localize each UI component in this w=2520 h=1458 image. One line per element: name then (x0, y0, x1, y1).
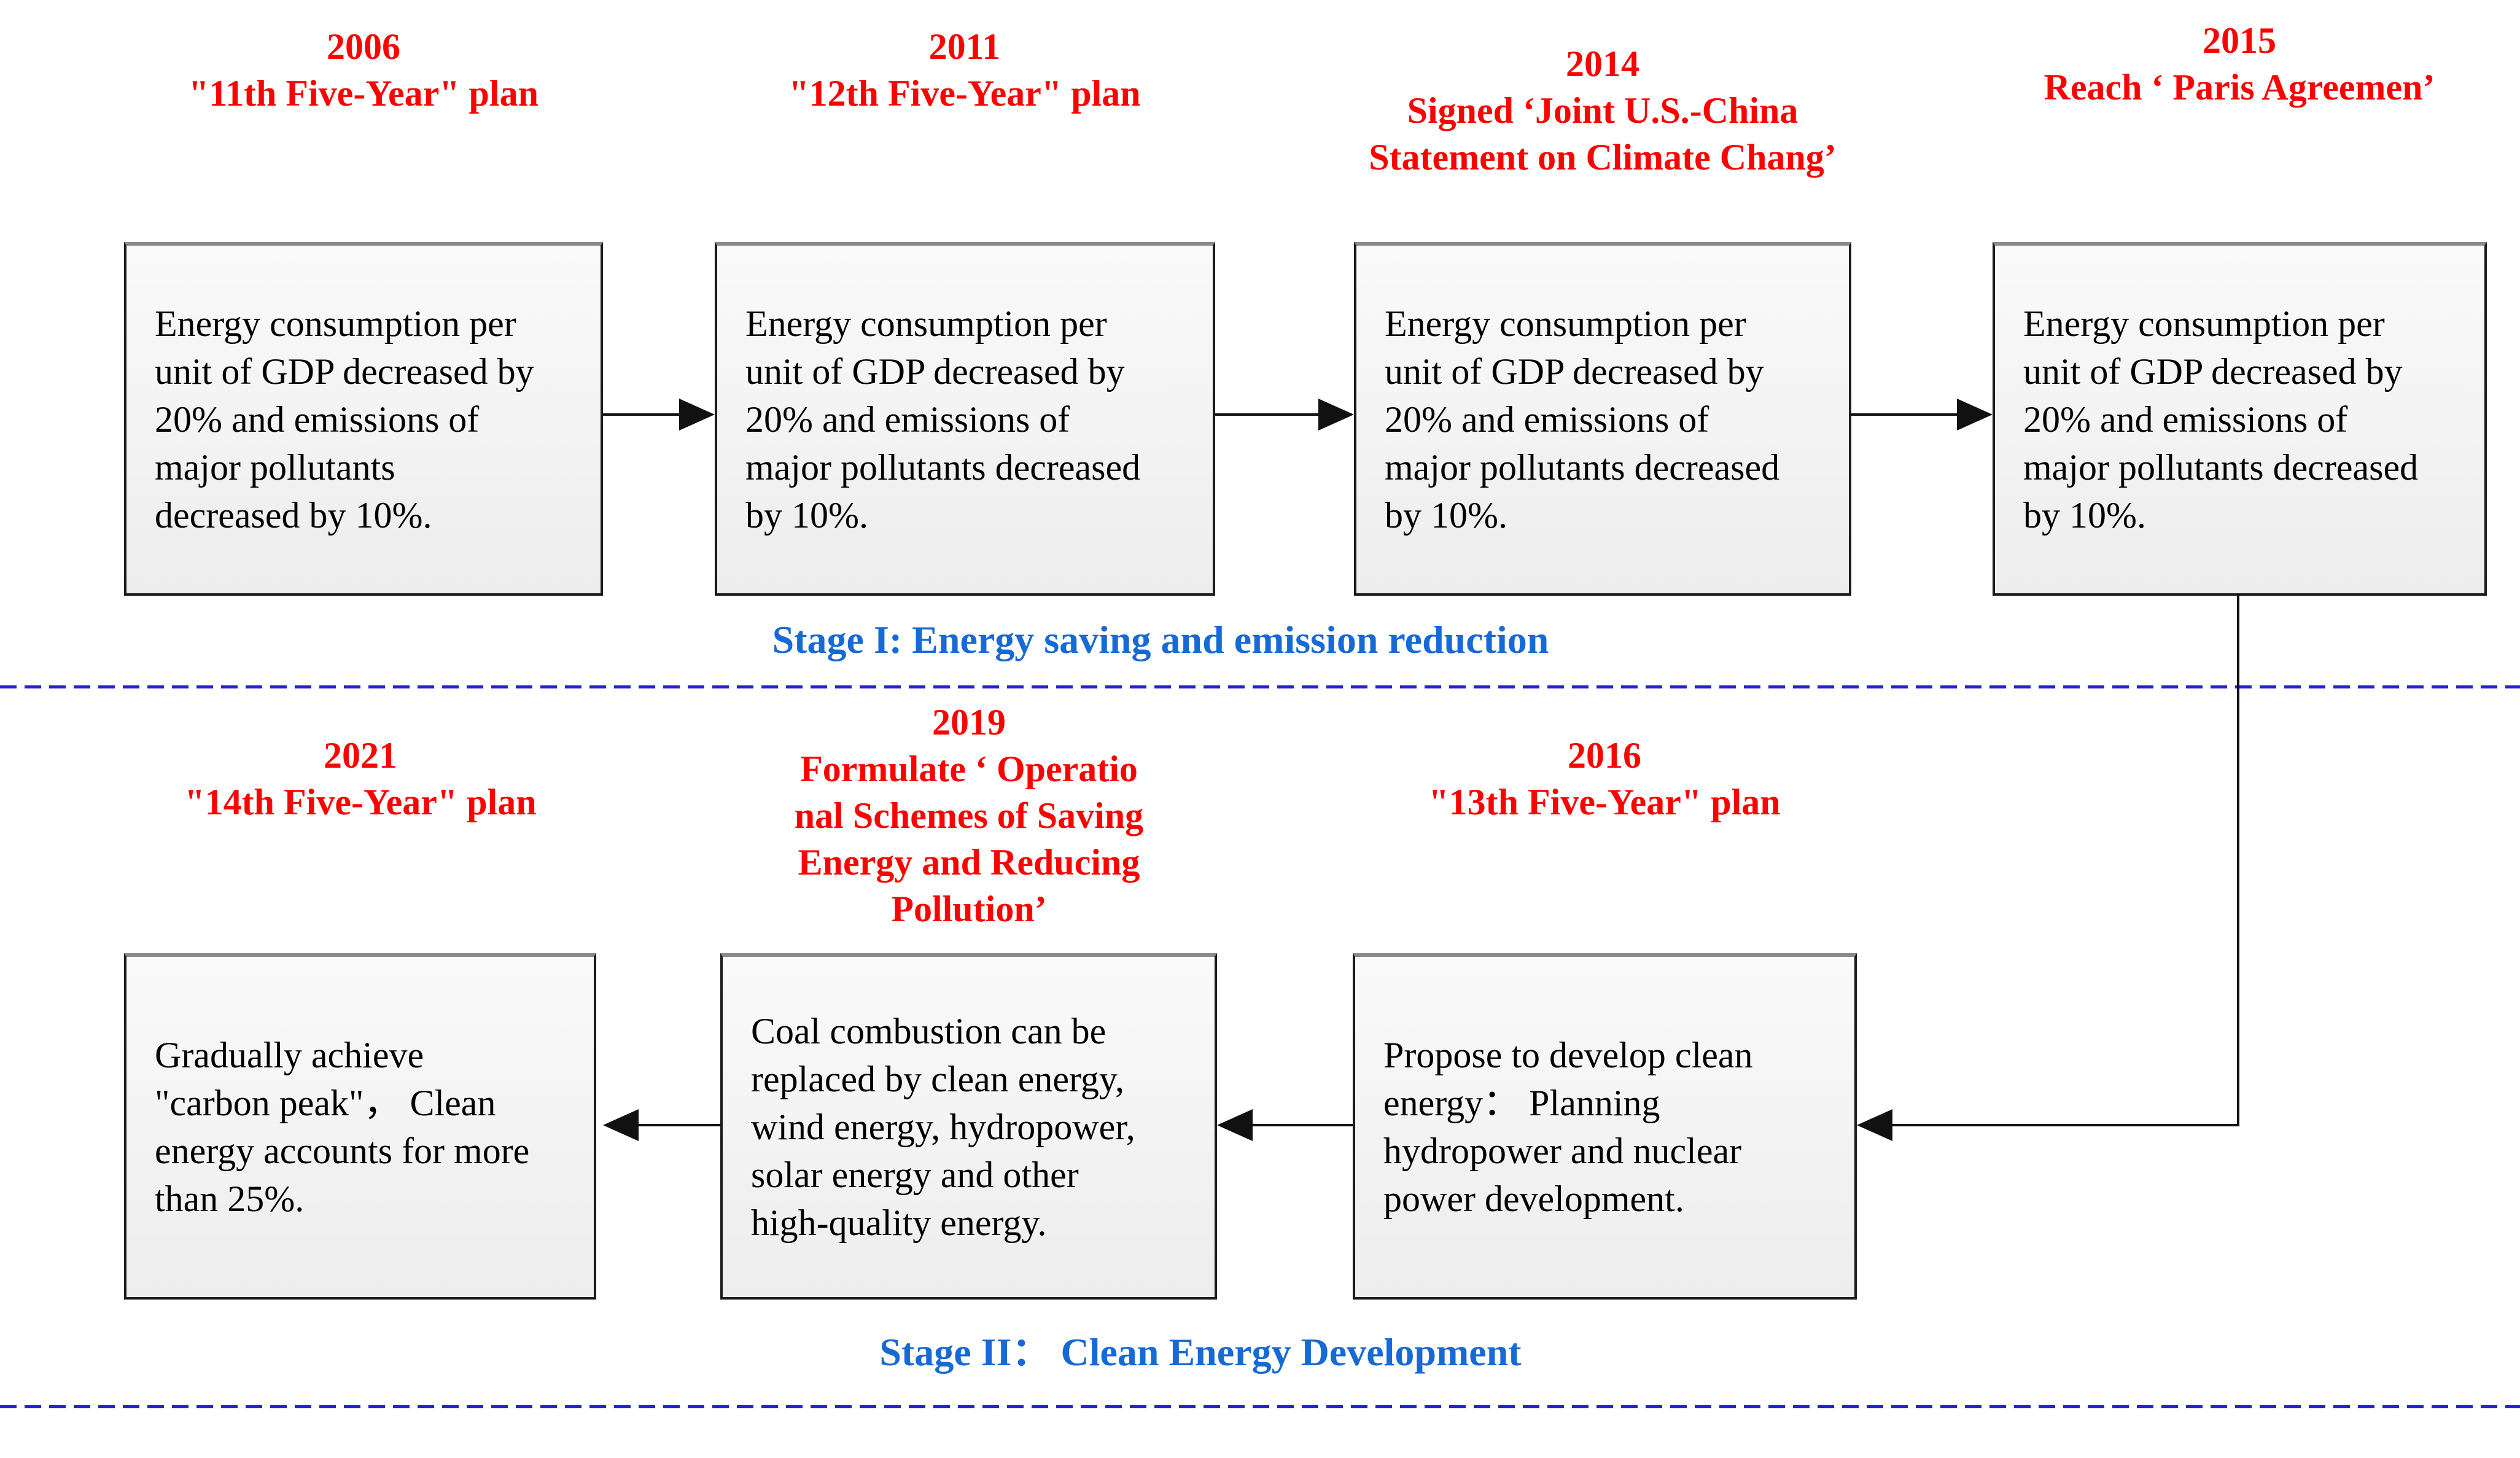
event-box-2021: Gradually achieve "carbon peak"， Clean e… (124, 953, 596, 1300)
connector-line-2019-2021 (636, 1124, 720, 1126)
stage2-label: Stage II： Clean Energy Development (879, 1330, 1522, 1374)
event-header-2015: 2015 Reach ‘ Paris Agreemen’ (2044, 20, 2435, 107)
event-box-2016: Propose to develop clean energy： Plannin… (1353, 953, 1857, 1300)
arrow-left-icon (1217, 1109, 1253, 1141)
connector-line-2015-2016 (1890, 1124, 2239, 1126)
event-header-2021: 2021 "14th Five-Year" plan (184, 735, 537, 822)
arrow-left-icon (1857, 1109, 1892, 1141)
arrow-right-icon (1318, 399, 1354, 431)
connector-line-2011-2014 (1215, 413, 1322, 416)
stage1-divider-dashed-line (0, 685, 2520, 688)
event-box-2006: Energy consumption per unit of GDP decre… (124, 242, 603, 596)
event-box-2015: Energy consumption per unit of GDP decre… (1993, 242, 2487, 596)
connector-2015-to-2016 (2237, 593, 2239, 1126)
connector-line-2016-2019 (1250, 1124, 1353, 1126)
event-header-2011: 2011 "12th Five-Year" plan (788, 26, 1141, 114)
connector-line-2014-2015 (1851, 413, 1961, 416)
event-header-2014: 2014 Signed ‘Joint U.S.-China Statement … (1369, 44, 1837, 177)
event-header-2016: 2016 "13th Five-Year" plan (1428, 735, 1781, 822)
event-box-2021-text: Gradually achieve "carbon peak"， Clean e… (155, 1035, 530, 1219)
event-box-2016-text: Propose to develop clean energy： Plannin… (1383, 1035, 1753, 1219)
event-box-2014-text: Energy consumption per unit of GDP decre… (1385, 303, 1780, 536)
event-box-2006-text: Energy consumption per unit of GDP decre… (155, 303, 534, 536)
event-box-2015-text: Energy consumption per unit of GDP decre… (2023, 303, 2419, 536)
arrow-right-icon (1957, 399, 1993, 431)
stage1-label: Stage I: Energy saving and emission redu… (772, 618, 1549, 661)
event-box-2011-text: Energy consumption per unit of GDP decre… (745, 303, 1141, 536)
event-header-2019: 2019 Formulate ‘ Operatio nal Schemes of… (794, 702, 1144, 929)
event-box-2011: Energy consumption per unit of GDP decre… (715, 242, 1215, 596)
event-box-2019: Coal combustion can be replaced by clean… (720, 953, 1217, 1300)
event-box-2019-text: Coal combustion can be replaced by clean… (751, 1011, 1135, 1243)
arrow-left-icon (603, 1109, 639, 1141)
connector-line-2006-2011 (603, 413, 683, 416)
event-header-2006: 2006 "11th Five-Year" plan (189, 26, 539, 114)
event-box-2014: Energy consumption per unit of GDP decre… (1354, 242, 1851, 596)
stage2-divider-dashed-line (0, 1405, 2520, 1408)
arrow-right-icon (679, 399, 715, 431)
